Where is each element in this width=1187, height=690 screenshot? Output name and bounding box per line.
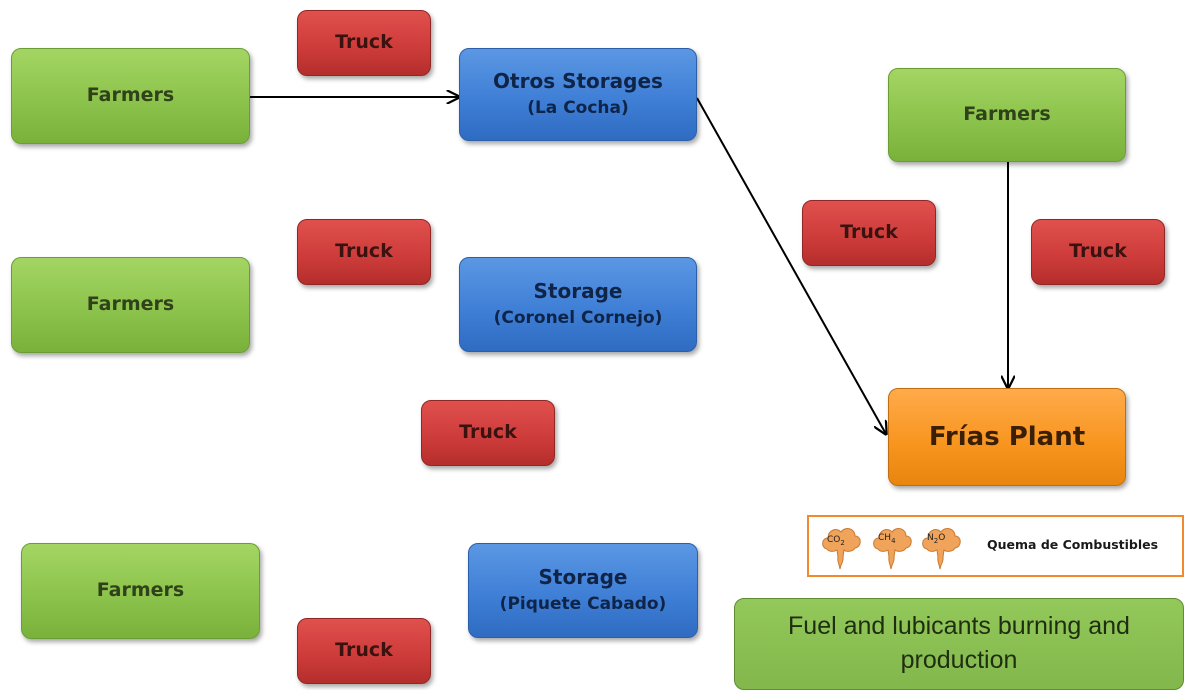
truck-label: Truck bbox=[840, 221, 898, 244]
truck-label: Truck bbox=[459, 421, 517, 444]
truck-node-4: Truck bbox=[297, 618, 431, 684]
co2-label: CO2 bbox=[827, 535, 845, 547]
farmers-node-1: Farmers bbox=[11, 48, 250, 144]
emissions-legend: CO2 CH4 N2O Quema de Combustibles bbox=[807, 515, 1184, 577]
n2o-cloud-icon bbox=[919, 523, 963, 571]
farmers-label: Farmers bbox=[96, 579, 185, 602]
storage-subtitle: (La Cocha) bbox=[527, 98, 629, 119]
truck-label: Truck bbox=[335, 639, 393, 662]
co2-cloud-icon bbox=[819, 523, 863, 571]
farmers-label: Farmers bbox=[963, 103, 1051, 126]
farmers-node-right: Farmers bbox=[888, 68, 1126, 162]
plant-label: Frías Plant bbox=[928, 421, 1086, 452]
truck-node-3: Truck bbox=[421, 400, 555, 466]
arrow-otros-storages-to-frias-plant bbox=[696, 97, 886, 434]
truck-node-5: Truck bbox=[802, 200, 936, 266]
farmers-node-2: Farmers bbox=[11, 257, 250, 353]
storage-node-piquete-cabado: Storage (Piquete Cabado) bbox=[468, 543, 698, 638]
storage-node-coronel-cornejo: Storage (Coronel Cornejo) bbox=[459, 257, 697, 352]
truck-node-6: Truck bbox=[1031, 219, 1165, 285]
storage-title: Storage bbox=[533, 279, 623, 304]
ch4-label: CH4 bbox=[878, 533, 896, 545]
storage-title: Otros Storages bbox=[493, 69, 663, 94]
fuel-label: Fuel and lubicants burning and productio… bbox=[788, 612, 1130, 674]
truck-node-1: Truck bbox=[297, 10, 431, 76]
truck-node-2: Truck bbox=[297, 219, 431, 285]
frias-plant-node: Frías Plant bbox=[888, 388, 1126, 486]
farmers-node-3: Farmers bbox=[21, 543, 260, 639]
storage-subtitle: (Coronel Cornejo) bbox=[493, 308, 663, 329]
storage-title: Storage bbox=[538, 565, 628, 590]
n2o-label: N2O bbox=[927, 533, 946, 545]
truck-label: Truck bbox=[335, 240, 393, 263]
truck-label: Truck bbox=[1069, 240, 1127, 263]
fuel-burning-node: Fuel and lubicants burning and productio… bbox=[734, 598, 1184, 690]
truck-label: Truck bbox=[335, 31, 393, 54]
legend-label: Quema de Combustibles bbox=[987, 537, 1159, 552]
storage-subtitle: (Piquete Cabado) bbox=[499, 594, 667, 615]
farmers-label: Farmers bbox=[86, 293, 175, 316]
farmers-label: Farmers bbox=[86, 84, 175, 107]
storage-node-otros: Otros Storages (La Cocha) bbox=[459, 48, 697, 141]
ch4-cloud-icon bbox=[870, 523, 914, 571]
